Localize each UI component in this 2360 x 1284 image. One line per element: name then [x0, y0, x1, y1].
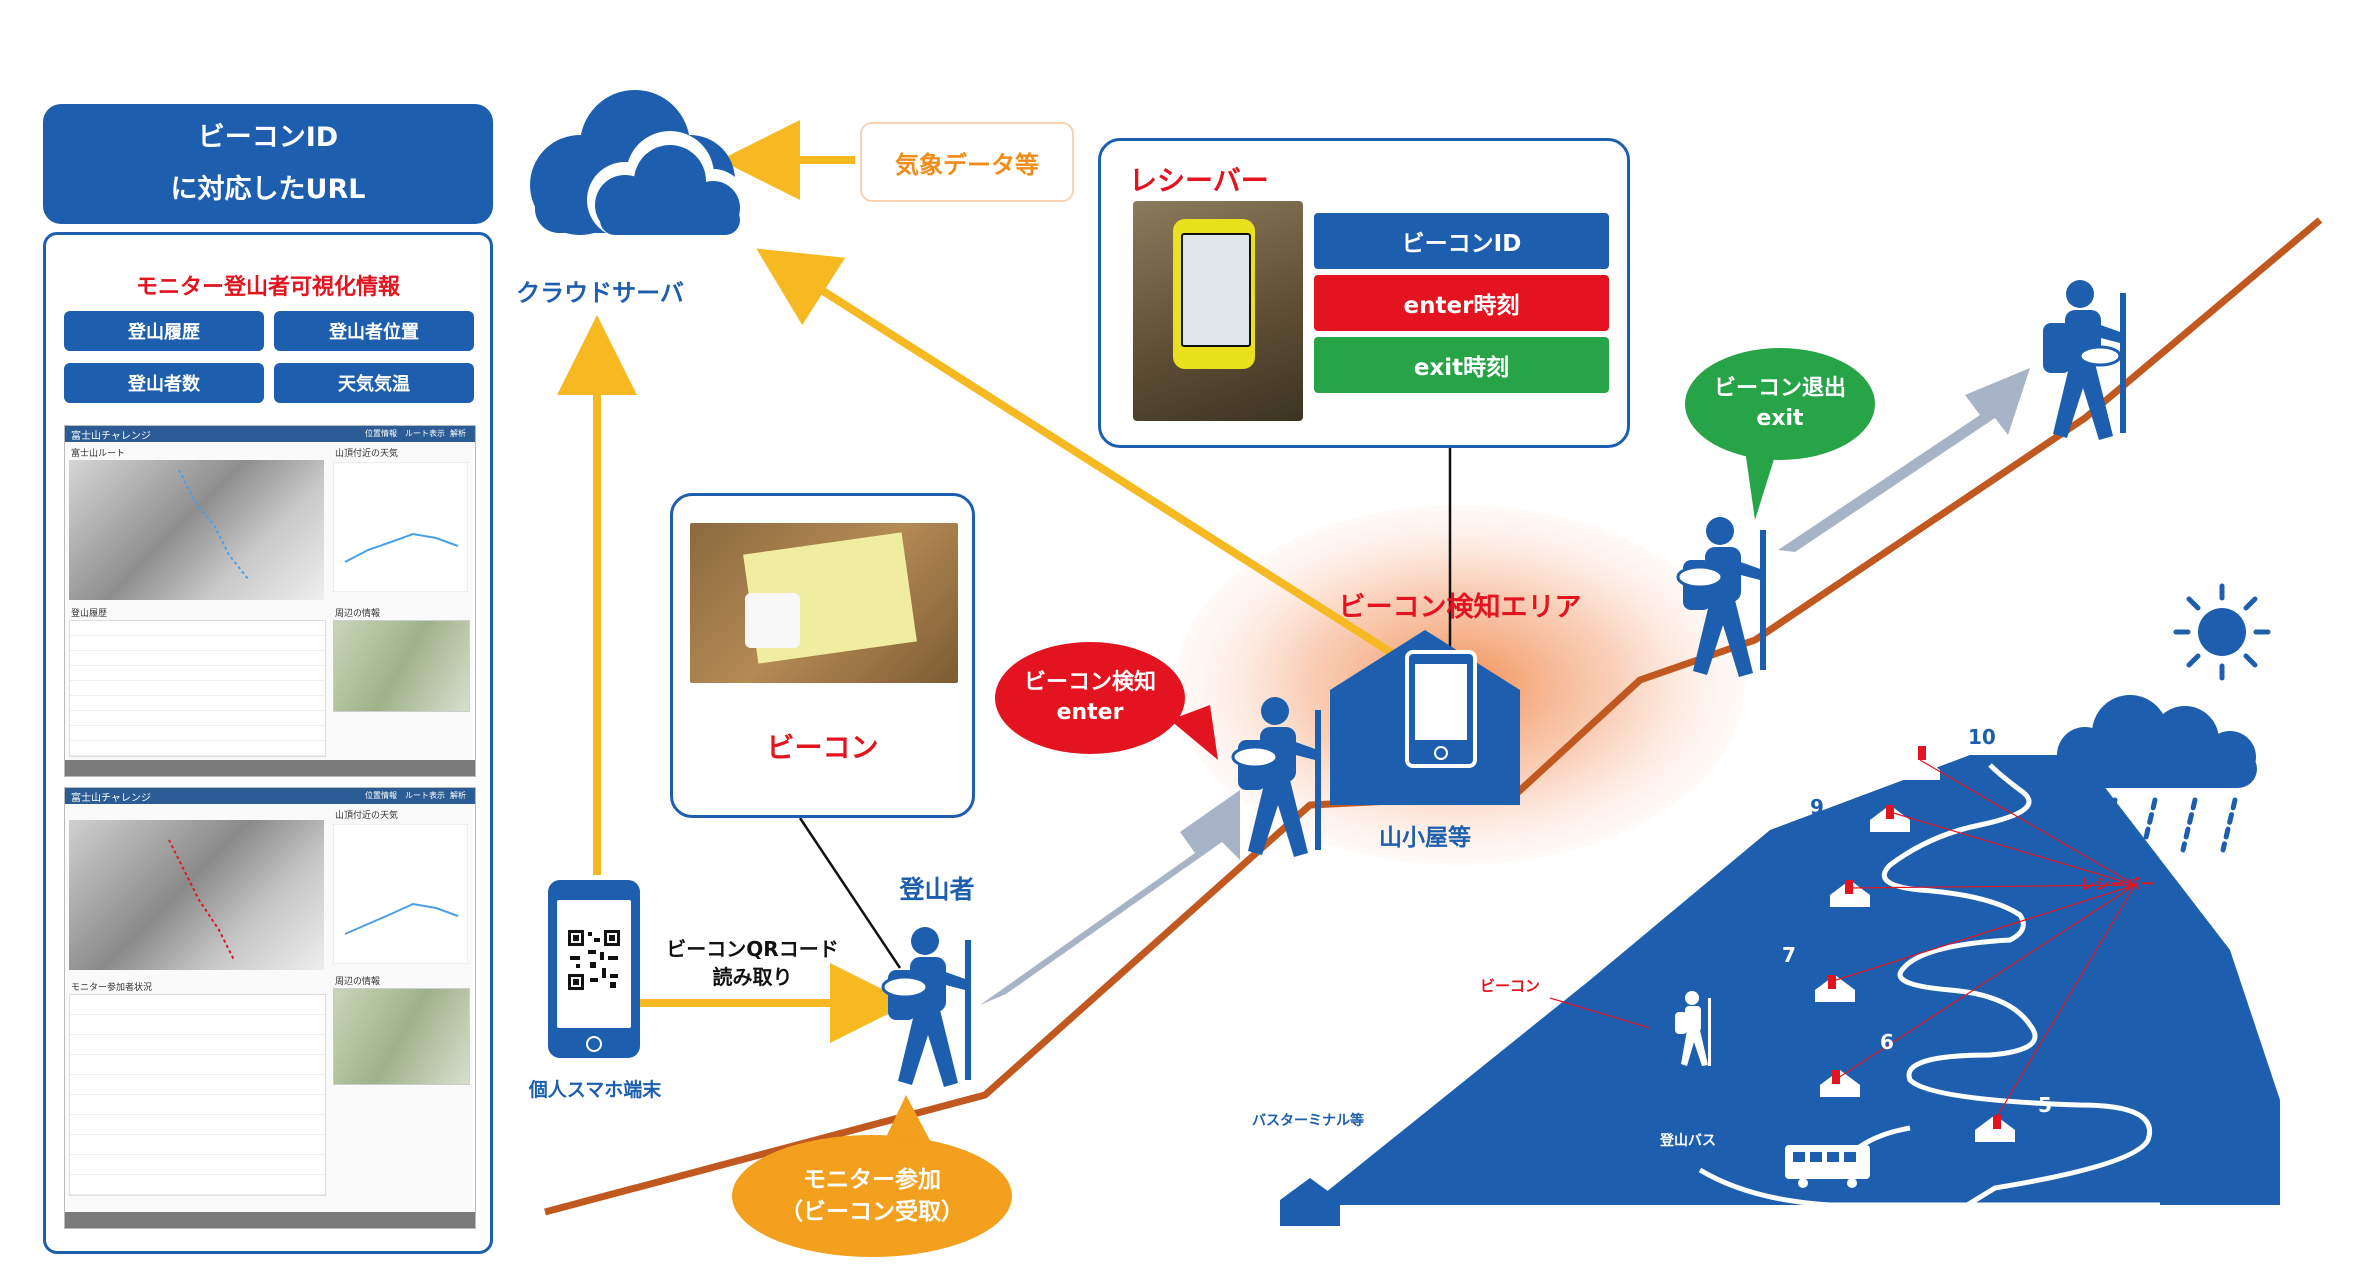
- screen1-map: [333, 620, 470, 712]
- mountain-trail: [544, 217, 2323, 1216]
- bus-terminal-label: バスターミナル等: [1252, 1113, 1364, 1129]
- beacon-id-url-header: ビーコンID に対応したURL: [43, 104, 493, 224]
- screen2-history-label: モニター参加者状況: [71, 983, 153, 993]
- receiver-field-exit-time: exit時刻: [1314, 337, 1609, 393]
- beacon-panel: ビーコン: [670, 493, 975, 818]
- screen2-tab-2[interactable]: 解析: [450, 791, 466, 800]
- screen1-terrain-image: [69, 460, 324, 600]
- screen1-tab-1[interactable]: ルート表示: [405, 429, 445, 438]
- station-8-label: 8: [1742, 873, 1756, 897]
- climber-icon-3: [1676, 517, 1766, 677]
- station-5-label: 5: [2038, 1093, 2052, 1117]
- monitor-panel-title: モニター登山者可視化情報: [135, 275, 400, 300]
- receiver-field-enter-time: enter時刻: [1314, 275, 1609, 331]
- receiver-title: レシーバー: [1129, 164, 1269, 197]
- screen2-temp-chart: [333, 824, 468, 964]
- history-button[interactable]: 登山履歴: [64, 311, 264, 351]
- beacon-id-header-line1: ビーコンID: [197, 122, 339, 153]
- monitor-visualization-panel: モニター登山者可視化情報 登山履歴 登山者位置 登山者数 天気気温 富士山チャレ…: [43, 232, 493, 1254]
- screen2-footer: [65, 1212, 475, 1228]
- arrow-receiver-to-cloud: [756, 248, 1398, 659]
- station-7-label: 7: [1782, 943, 1796, 967]
- exit-bubble-line2: exit: [1756, 406, 1804, 431]
- beacon-connector: [798, 817, 902, 969]
- screen2-map: [333, 988, 470, 1085]
- qr-read-label: ビーコンQRコード 読み取り: [650, 935, 855, 991]
- beacon-title: ビーコン: [766, 731, 879, 764]
- beacon-id-header-line2: に対応したURL: [170, 174, 366, 205]
- cloud-icon: [530, 90, 747, 238]
- screen1-history-label: 登山履歴: [71, 609, 108, 619]
- screen2-app-title: 富士山チャレンジ: [71, 793, 151, 804]
- climb-arrow-1: [980, 790, 1240, 1005]
- mountain-beacon-label: ビーコン: [1480, 977, 1541, 995]
- screen1-map-label: 周辺の情報: [335, 609, 381, 619]
- monitor-join-line2: （ビーコン受取）: [780, 1199, 964, 1225]
- qr-read-line2: 読み取り: [712, 965, 793, 989]
- sun-icon: [2173, 583, 2271, 681]
- climb-arrow-2: [1778, 368, 2030, 552]
- hut-label: 山小屋等: [1379, 825, 1471, 851]
- qr-code-icon: [566, 928, 622, 992]
- screen2-tab-1[interactable]: ルート表示: [405, 791, 445, 800]
- climber-position-button[interactable]: 登山者位置: [274, 311, 474, 351]
- enter-bubble: ビーコン検知 enter: [995, 642, 1185, 754]
- detection-area-label: ビーコン検知エリア: [1338, 592, 1582, 623]
- screen1-tab-0[interactable]: 位置情報: [365, 429, 397, 438]
- exit-bubble-line1: ビーコン退出: [1713, 376, 1846, 401]
- receiver-device-photo: [1133, 201, 1303, 421]
- qr-read-line1: ビーコンQRコード: [666, 937, 839, 961]
- mountain-receiver-label: レシーバー: [2080, 875, 2155, 893]
- screen1-app-title: 富士山チャレンジ: [71, 431, 151, 442]
- station-10-label: 10: [1968, 725, 1996, 749]
- screen2-tab-0[interactable]: 位置情報: [365, 791, 397, 800]
- screen1-weather-label: 山頂付近の天気: [335, 449, 399, 459]
- station-6-label: 6: [1880, 1030, 1894, 1054]
- screen2-route-overlay: [168, 839, 235, 961]
- receiver-device: [1173, 219, 1255, 369]
- screen1-titlebar: 富士山チャレンジ 位置情報 ルート表示 解析: [65, 426, 475, 442]
- monitor-join-line1: モニター参加: [803, 1167, 941, 1193]
- mountain-bus-label: 登山バス: [1660, 1133, 1716, 1149]
- mountain-hut-label: 山小屋等: [2065, 1111, 2121, 1127]
- monitor-join-bubble: モニター参加 （ビーコン受取）: [732, 1135, 1012, 1257]
- receiver-field-beacon-id: ビーコンID: [1314, 213, 1609, 269]
- station-9-label: 9: [1810, 795, 1824, 819]
- climber-icon-2: [1231, 697, 1321, 857]
- smartphone-label: 個人スマホ端末: [528, 1079, 662, 1101]
- screen2-titlebar: 富士山チャレンジ 位置情報 ルート表示 解析: [65, 788, 475, 804]
- climber-icon-1: [881, 927, 971, 1087]
- screen2-weather-label: 山頂付近の天気: [335, 811, 399, 821]
- dashboard-screen-2: 富士山チャレンジ 位置情報 ルート表示 解析 山頂付近の天気 モニター参加者状況…: [64, 787, 476, 1229]
- screen1-temp-chart: [333, 462, 468, 592]
- screen1-route-overlay: [178, 469, 250, 581]
- enter-bubble-line1: ビーコン検知: [1023, 670, 1156, 695]
- weather-temp-button[interactable]: 天気気温: [274, 363, 474, 403]
- screen1-tab-2[interactable]: 解析: [450, 429, 466, 438]
- dashboard-screen-1: 富士山チャレンジ 位置情報 ルート表示 解析 富士山ルート 山頂付近の天気 登山…: [64, 425, 476, 777]
- smartphone-icon: [548, 880, 640, 1058]
- climber-label: 登山者: [899, 875, 975, 904]
- enter-bubble-tail: [1170, 705, 1218, 760]
- receiver-phone-icon: [1405, 650, 1477, 768]
- screen2-map-label: 周辺の情報: [335, 977, 381, 987]
- receiver-panel: レシーバー ビーコンID enter時刻 exit時刻: [1098, 138, 1630, 448]
- mountain-climber-icon: [1675, 991, 1711, 1066]
- screen1-history-table: [69, 620, 326, 757]
- screen1-route-label: 富士山ルート: [71, 449, 126, 459]
- cloud-server-label: クラウドサーバ: [516, 278, 684, 307]
- screen2-status-table: [69, 994, 326, 1196]
- exit-bubble: ビーコン退出 exit: [1685, 348, 1875, 460]
- weather-data-box: 気象データ等: [860, 122, 1074, 202]
- climber-icon-4: [2043, 280, 2126, 440]
- enter-bubble-line2: enter: [1056, 700, 1124, 725]
- climber-count-button[interactable]: 登山者数: [64, 363, 264, 403]
- exit-bubble-tail: [1745, 440, 1780, 520]
- mountain-illustration: [1280, 583, 2280, 1230]
- beacon-photo: [690, 523, 958, 683]
- screen1-footer: [65, 760, 475, 776]
